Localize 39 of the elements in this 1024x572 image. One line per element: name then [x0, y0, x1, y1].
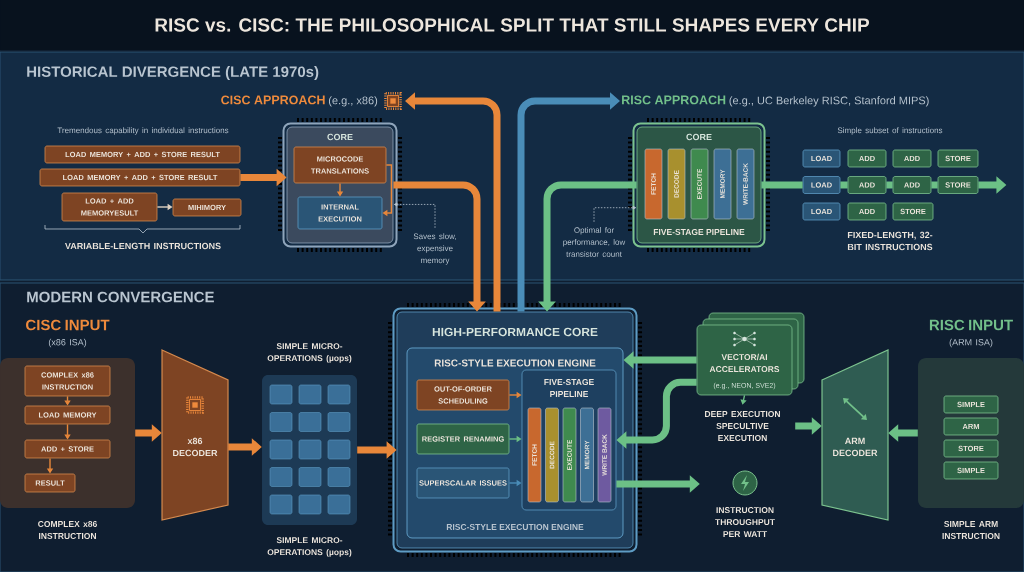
micro-op-block — [327, 467, 351, 487]
micro-op-block — [269, 439, 293, 460]
micro-op-block — [269, 467, 293, 487]
note-text: Simple subset of instructions — [837, 127, 943, 135]
section-heading: RISC APPROACH (e.g., UC Berkeley RISC, Stanford MIPS) — [622, 95, 929, 107]
section-heading: CISC APPROACH (e.g., x86) — [221, 95, 378, 107]
note-text: Saves slow, expensive memory — [413, 233, 456, 265]
micro-op-block — [269, 494, 293, 515]
note-text: Optimal for performance, low transistor count — [563, 227, 626, 257]
section-heading: MODERN CONVERGENCE — [27, 291, 214, 303]
panel-heading: CISC INPUT — [26, 319, 110, 331]
micro-op-block — [327, 412, 351, 432]
panel-caption: COMPLEX x86 INSTRUCTION — [38, 521, 97, 539]
micro-op-block — [269, 384, 293, 405]
panel-caption: SIMPLE MICRO-OPERATIONS (µops) — [267, 537, 352, 557]
micro-op-block — [298, 412, 322, 432]
title-bar: RISC vs. CISC: THE PHILOSOPHICAL SPLIT THAT STILL SHAPES EVERY CHIP — [0, 0, 1024, 50]
caption-text: VARIABLE-LENGTH INSTRUCTIONS — [65, 242, 221, 250]
arrow — [740, 394, 747, 405]
micro-op-block — [298, 494, 322, 515]
section-heading: HISTORICAL DIVERGENCE (LATE 1970s) — [27, 66, 319, 80]
panel-heading: SIMPLE MICRO-OPERATIONS (µops) — [267, 343, 352, 363]
note-text: Tremendous capability in individual instructions — [57, 127, 229, 135]
micro-op-block — [327, 384, 351, 405]
micro-op-block — [298, 439, 322, 460]
micro-op-block — [327, 494, 351, 515]
metric-label: INSTRUCTION THROUGHPUT PER WATT — [715, 507, 775, 537]
caption-text: FIXED-LENGTH, 32-BIT INSTRUCTIONS — [847, 231, 933, 251]
leader-line — [593, 205, 637, 223]
panel-caption: SIMPLE ARM INSTRUCTION — [942, 521, 1000, 539]
leader-line — [393, 202, 436, 229]
micro-op-block — [269, 412, 293, 432]
stage-label: DEEP EXECUTION SPECULTIVE EXECUTION — [705, 411, 780, 441]
panel-subtitle: (x86 ISA) — [48, 338, 87, 348]
panel-subtitle: (ARM ISA) — [949, 338, 993, 348]
micro-op-block — [298, 384, 322, 405]
micro-op-block — [327, 439, 351, 460]
micro-op-block — [298, 467, 322, 487]
panel-heading: RISC INPUT — [929, 319, 1013, 331]
